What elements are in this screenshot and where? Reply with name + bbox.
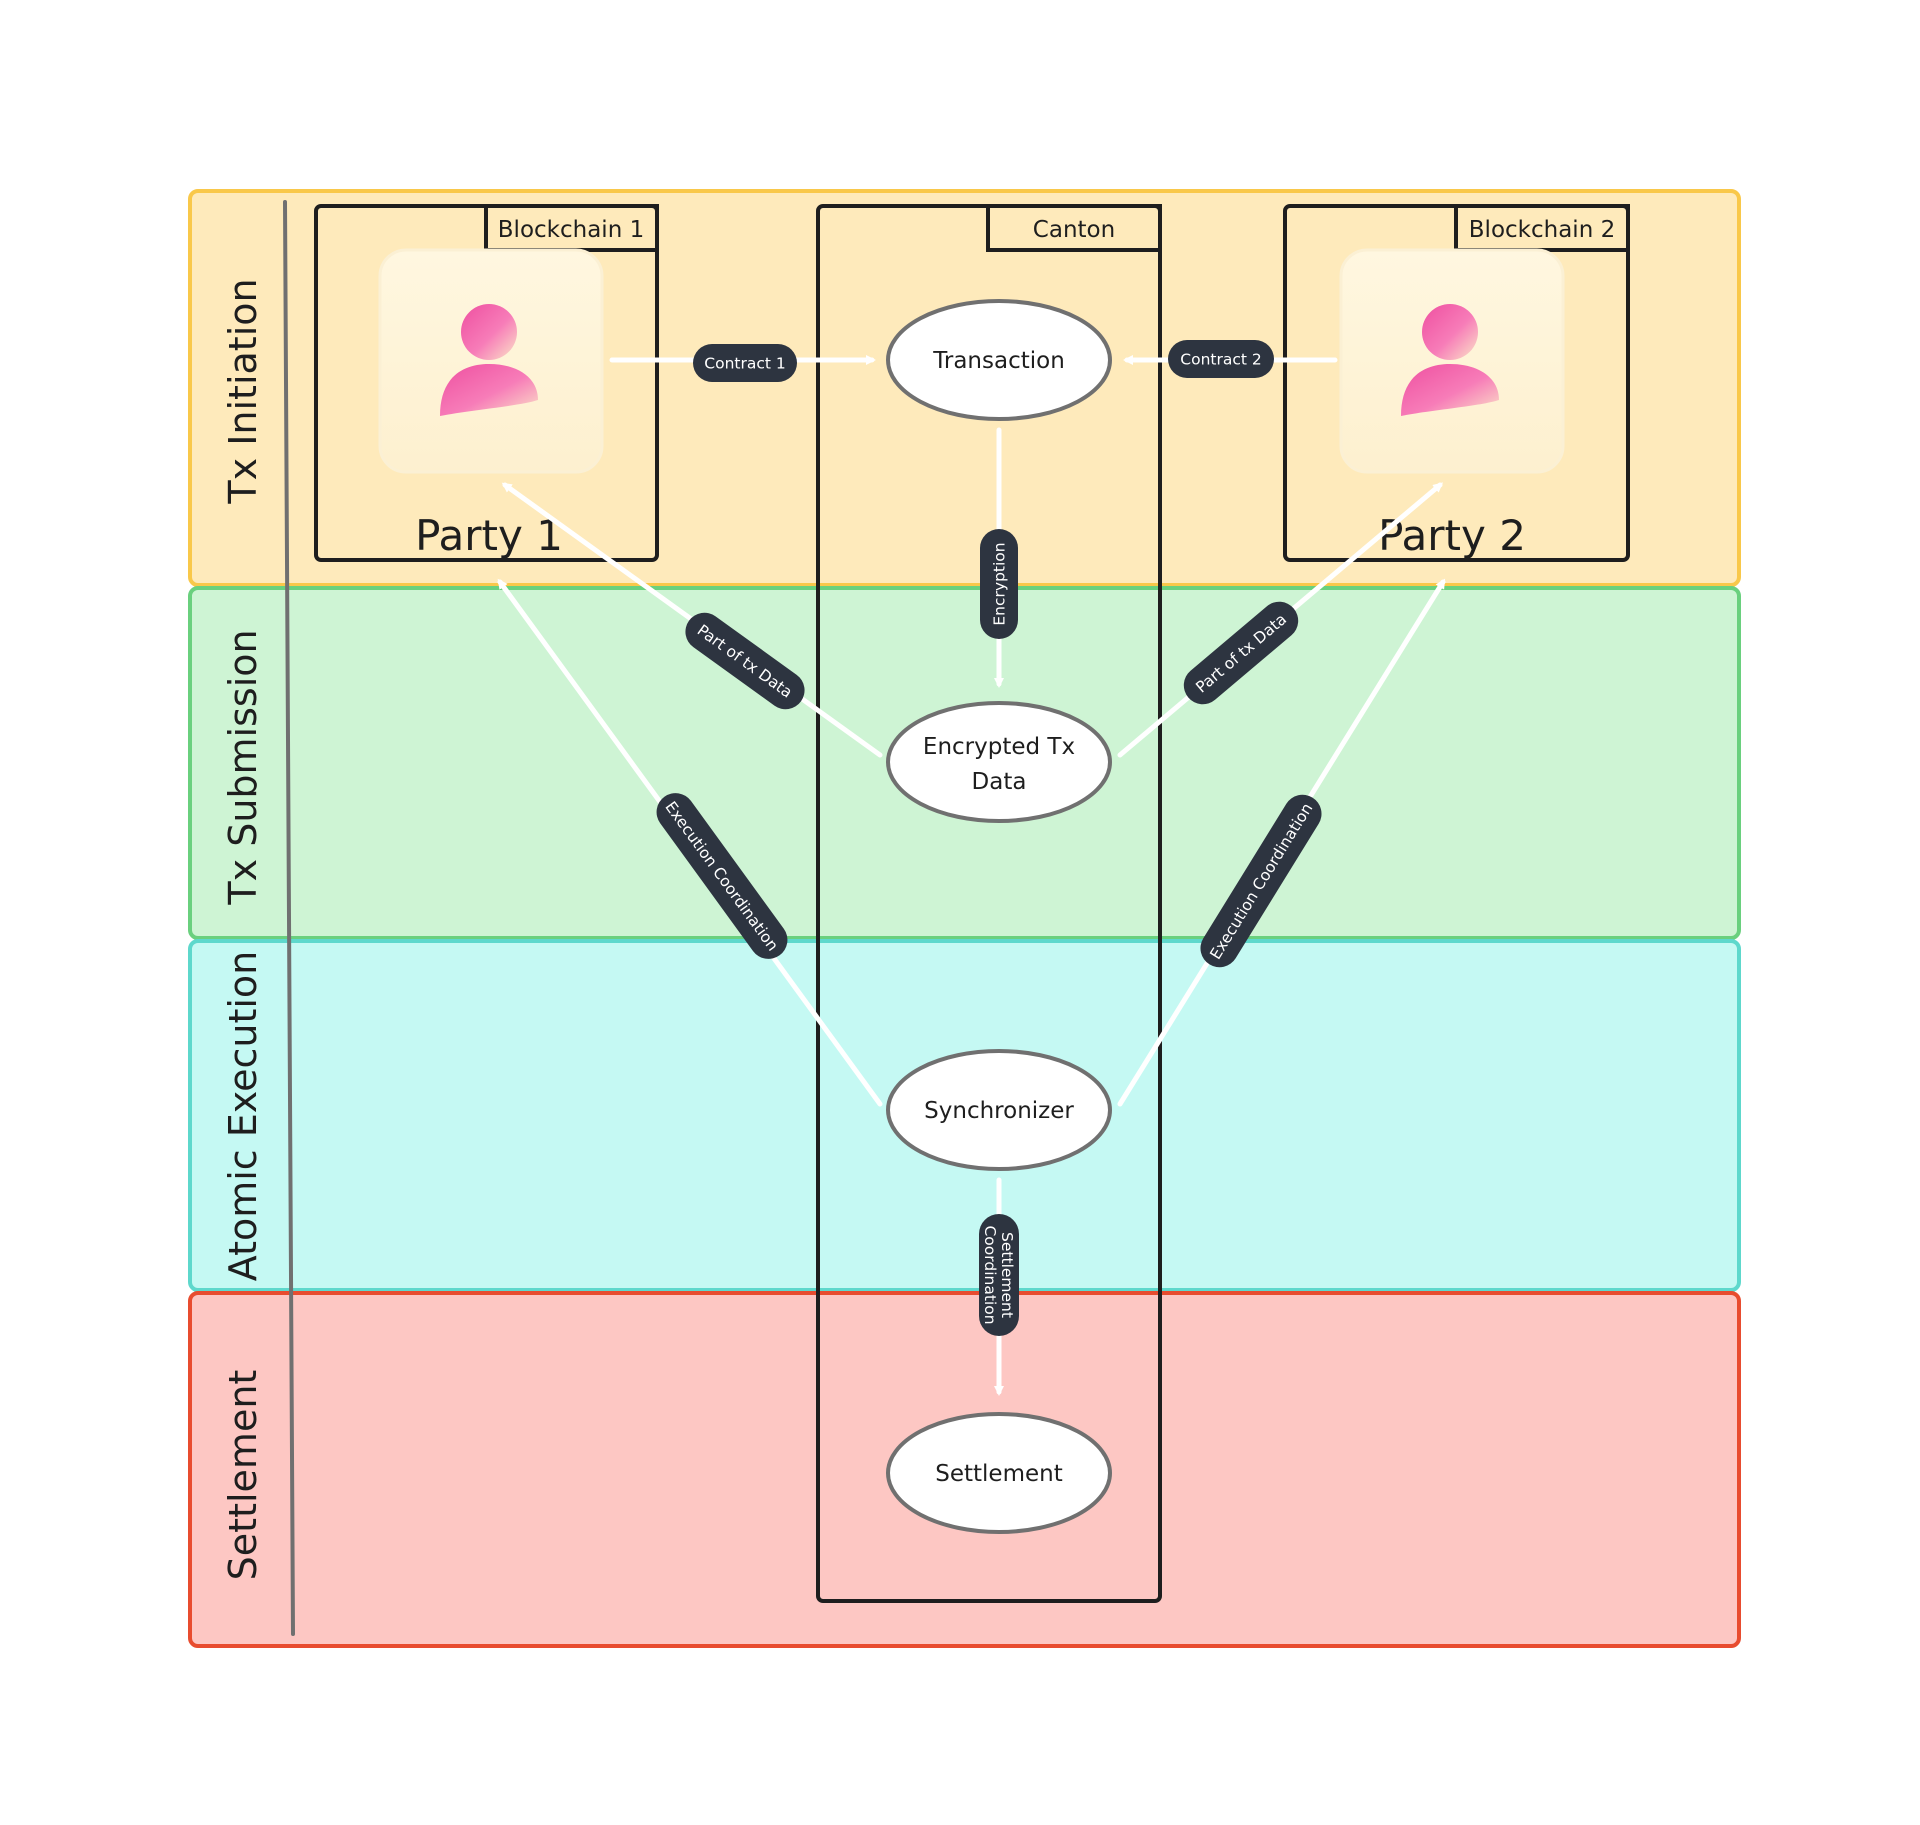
node-transaction: Transaction [886,299,1112,421]
label-contract2-text: Contract 2 [1180,351,1261,369]
node-transaction-shape [886,299,1112,421]
label-contract2-pill [1168,340,1274,378]
canton-tab [986,204,1162,252]
label-settle-pill [979,1214,1019,1336]
blockchain1-title: Blockchain 1 [498,217,644,243]
node-transaction-label: Transaction [932,348,1065,374]
label-contract1-pill [693,344,797,382]
node-encrypted-shape [886,701,1112,823]
node-encrypted-label-line1: Encrypted Tx [923,734,1075,760]
person-icon [1401,304,1499,416]
node-encrypted-label-line2: Data [972,769,1027,795]
label-exec-right-pill [1200,794,1322,968]
label-settlement-coordination: Settlement Coordination [979,1214,1019,1336]
party1-label: Party 1 [415,511,563,560]
canton-title: Canton [1033,217,1115,243]
node-synchronizer-label: Synchronizer [924,1098,1074,1124]
blockchain2-container: Blockchain 2 [1283,204,1630,562]
node-encrypted-tx-data: Encrypted Tx Data [886,701,1112,823]
label-contract1-text: Contract 1 [704,355,785,373]
blockchain2-title: Blockchain 2 [1469,217,1615,243]
node-settlement-label: Settlement [935,1461,1062,1487]
node-synchronizer-shape [886,1049,1112,1171]
label-part-left-pill [685,612,805,710]
party2-card [1339,248,1565,474]
node-synchronizer: Synchronizer [886,1049,1112,1171]
party2-avatar-head [1422,304,1478,360]
node-settlement: Settlement [886,1412,1112,1534]
label-exec-left-pill [656,793,788,959]
blockchain1-container: Blockchain 1 [314,204,659,562]
lane-label-tx-initiation: Tx Initiation [221,278,265,504]
party1-avatar-body [440,364,538,416]
label-encryption: Encryption [980,529,1018,639]
party2-avatar-body [1401,364,1499,416]
label-part-right-pill [1183,601,1299,705]
label-settle-text-line1: Settlement [998,1232,1016,1318]
label-encryption-text: Encryption [991,542,1009,625]
party1-card [378,248,604,474]
lane-label-tx-submission: Tx Submission [221,629,265,905]
label-contract1: Contract 1 [693,344,797,382]
lane-label-settlement: Settlement [221,1370,265,1581]
party2-card-bg [1339,248,1565,474]
party1-card-bg [378,248,604,474]
party1-avatar-head [461,304,517,360]
label-contract2: Contract 2 [1168,340,1274,378]
person-icon [440,304,538,416]
label-settle-text-line2: Coordination [981,1225,999,1324]
lane-header-divider [283,200,295,1636]
node-settlement-shape [886,1412,1112,1534]
label-encryption-pill [980,529,1018,639]
canton-container: Canton [816,204,1162,1603]
lane-label-atomic-execution: Atomic Execution [221,951,265,1282]
